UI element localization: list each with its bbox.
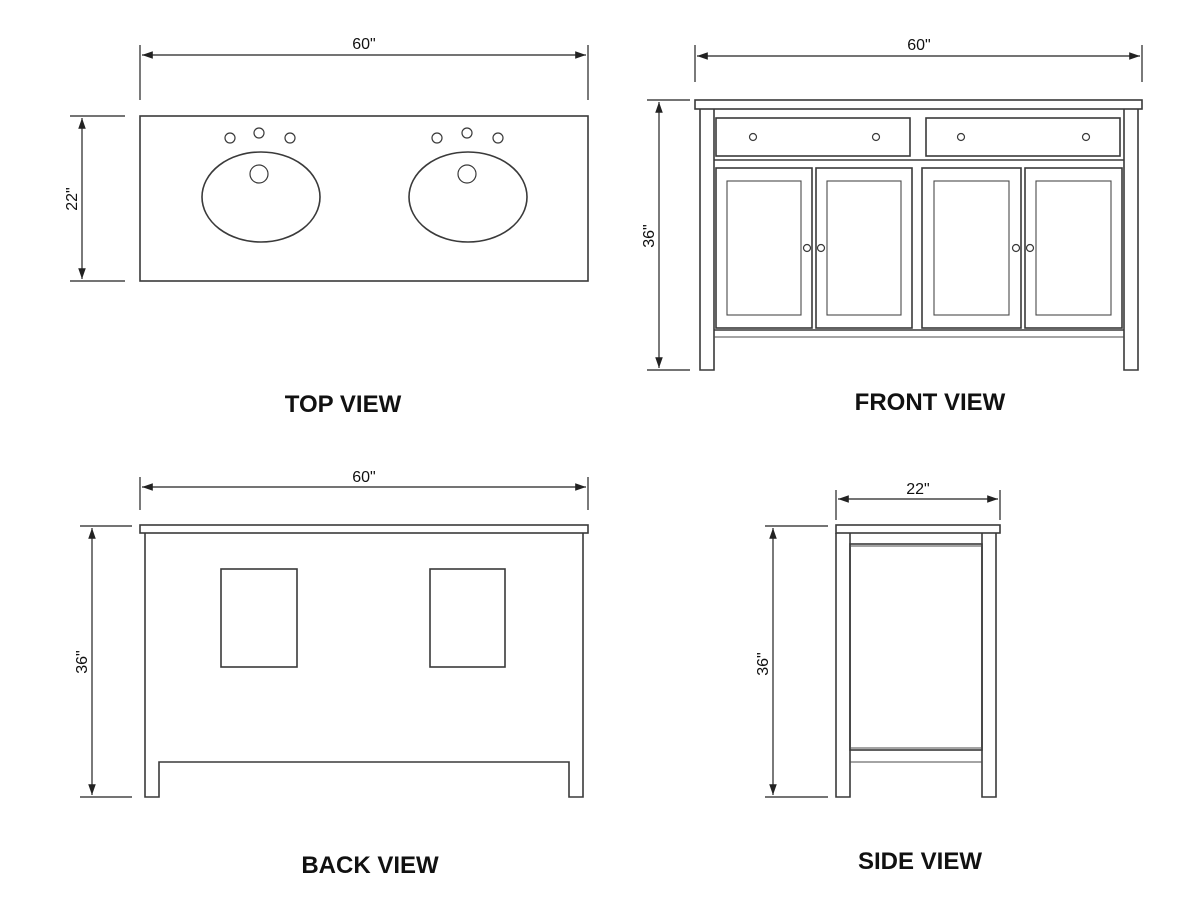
plumbing-cutout-right: [429, 568, 506, 668]
front-height-label: 36": [641, 224, 658, 247]
plumbing-cutout-left: [220, 568, 298, 668]
top-width-label: 60": [352, 36, 375, 53]
door-panel: [826, 180, 902, 316]
side-view-title: SIDE VIEW: [858, 848, 982, 875]
right-sink: [408, 127, 528, 243]
faucet-hole: [492, 132, 504, 144]
back-width-label: 60": [352, 469, 375, 486]
drawer-knob: [956, 132, 966, 142]
countertop-outline: [139, 115, 589, 282]
faucet-hole: [461, 127, 473, 139]
drawer-knob: [1081, 132, 1091, 142]
drawer-knob: [871, 132, 881, 142]
back-view: 60" 36" BACK VIEW: [74, 469, 589, 879]
door-knob: [1011, 243, 1021, 253]
side-front-leg: [835, 533, 851, 798]
front-drawer-right: [925, 117, 1121, 157]
drawer-knob: [748, 132, 758, 142]
front-width-label: 60": [907, 37, 930, 54]
cabinet-door: [1024, 167, 1123, 329]
door-panel: [933, 180, 1010, 316]
side-back-leg: [981, 533, 997, 798]
sink-basin: [408, 151, 528, 243]
door-knob: [802, 243, 812, 253]
faucet-hole: [284, 132, 296, 144]
front-doors: [715, 167, 1123, 329]
top-depth-label: 22": [64, 187, 81, 210]
side-panel: [849, 543, 983, 751]
drain-hole: [249, 164, 269, 184]
faucet-hole: [224, 132, 236, 144]
side-height-label: 36": [755, 652, 772, 675]
front-right-leg: [1123, 109, 1139, 371]
front-left-leg: [699, 109, 715, 371]
back-panel-outline: [144, 533, 584, 798]
back-view-title: BACK VIEW: [301, 852, 439, 879]
door-panel: [1035, 180, 1112, 316]
cabinet-door: [715, 167, 813, 329]
sink-basin: [201, 151, 321, 243]
front-view: 60" 36": [641, 37, 1143, 416]
side-view: 22" 36" SIDE VIEW: [755, 481, 1001, 875]
door-knob: [816, 243, 826, 253]
faucet-hole: [253, 127, 265, 139]
back-height-label: 36": [74, 650, 91, 673]
front-drawer-left: [715, 117, 911, 157]
cabinet-door: [815, 167, 913, 329]
side-countertop: [835, 524, 1001, 534]
cabinet-door: [921, 167, 1022, 329]
door-knob: [1025, 243, 1035, 253]
side-width-label: 22": [906, 481, 929, 498]
top-view: 60" 22" TOP VIEW: [64, 36, 589, 418]
door-panel: [726, 180, 802, 316]
top-view-title: TOP VIEW: [285, 391, 402, 418]
drain-hole: [457, 164, 477, 184]
faucet-hole: [431, 132, 443, 144]
front-countertop: [694, 99, 1143, 110]
left-sink: [201, 127, 321, 243]
front-view-title: FRONT VIEW: [855, 389, 1006, 416]
back-countertop: [139, 524, 589, 534]
